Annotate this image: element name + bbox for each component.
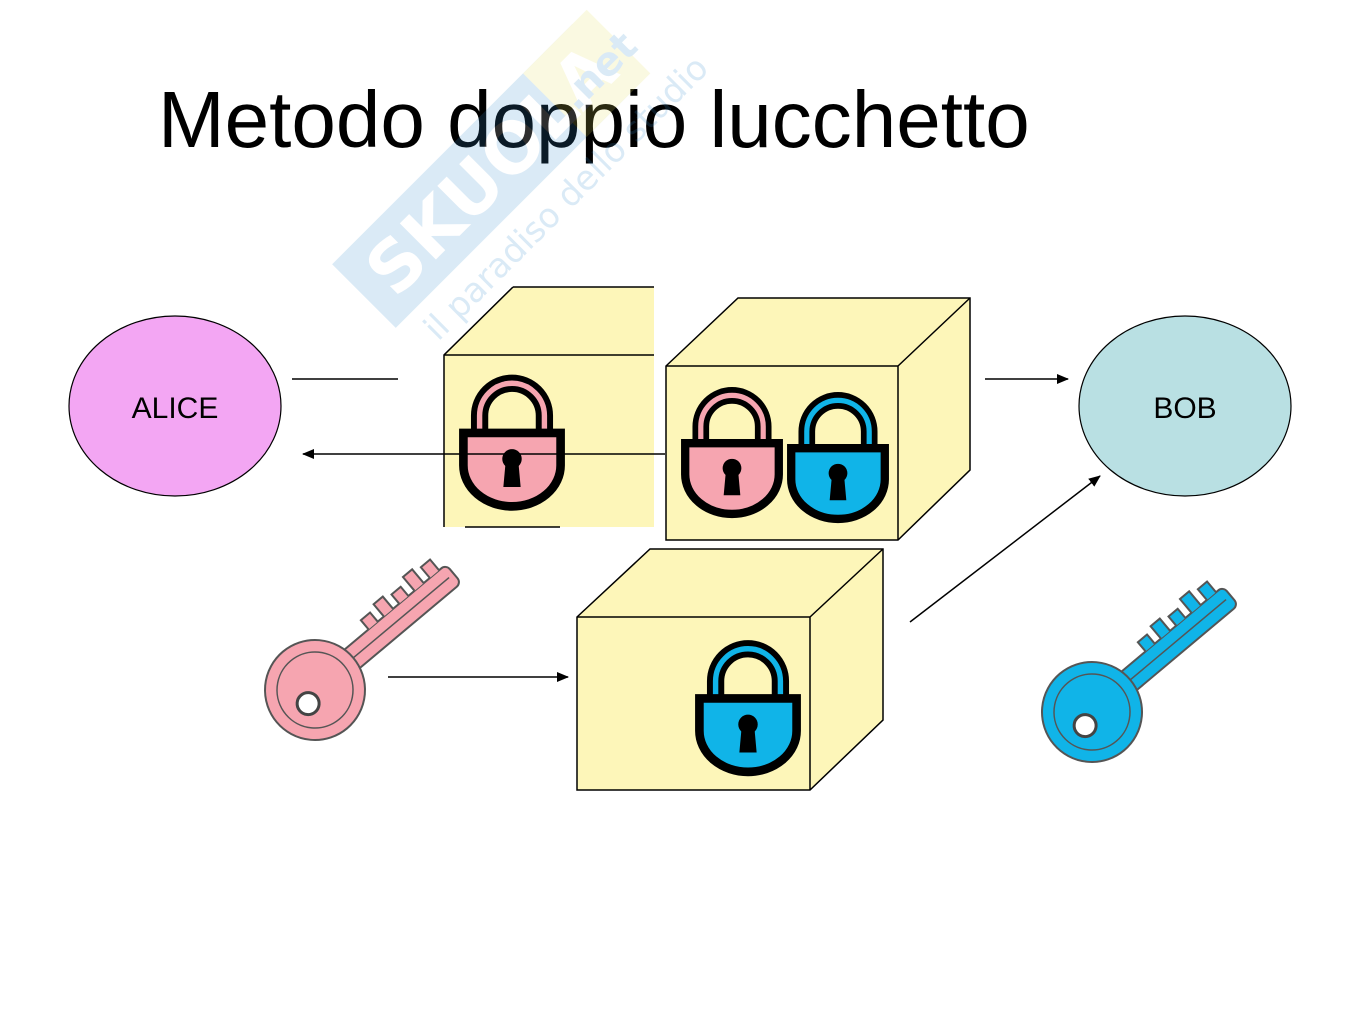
bob-label: BOB [1153, 392, 1216, 425]
slide-title: Metodo doppio lucchetto [158, 75, 1030, 164]
box-alice-lock [443, 286, 654, 528]
arrow-box-to-bob [909, 475, 1101, 623]
alice-label: ALICE [132, 392, 219, 425]
alice-node: ALICE [68, 315, 282, 497]
arrows [292, 374, 1101, 682]
box-bob-lock [576, 548, 884, 791]
bob-key-icon [1020, 555, 1265, 784]
box-double-lock [665, 297, 971, 541]
alice-key-icon [243, 533, 488, 762]
bob-node: BOB [1078, 315, 1292, 497]
